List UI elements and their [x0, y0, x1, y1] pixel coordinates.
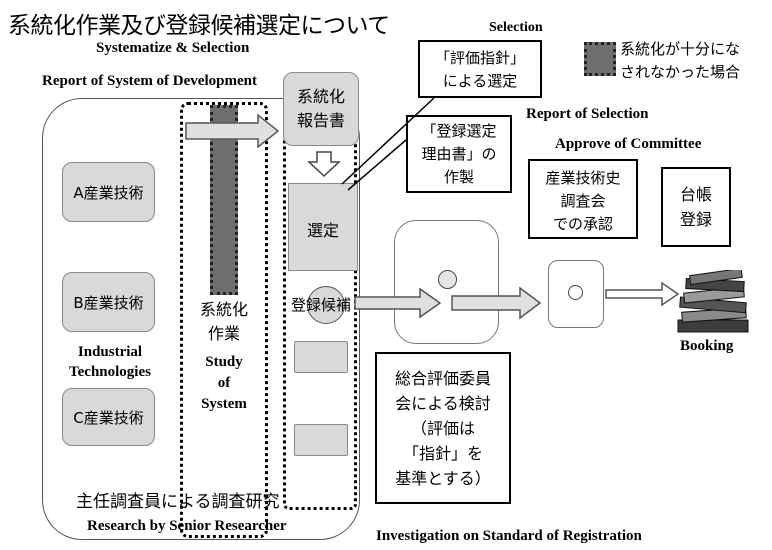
- system-report-box: 系統化 報告書: [283, 72, 359, 146]
- report-selection-label-en: Report of Selection: [526, 106, 649, 122]
- tech-c-label: C産業技術: [73, 409, 144, 427]
- investigation-label-en: Investigation on Standard of Registratio…: [376, 528, 642, 544]
- approval-stage-box: [548, 260, 604, 328]
- study-column-dotted: [180, 102, 268, 538]
- arrow-review-to-approval: [451, 286, 542, 320]
- criteria-callout-line: [341, 97, 435, 185]
- industrial-technologies-region: [42, 98, 360, 540]
- selection-box-label: 選定: [306, 221, 339, 240]
- registry-box: 台帳 登録: [661, 167, 731, 247]
- tech-a-box: A産業技術: [62, 162, 155, 222]
- diagram-title-en: Systematize & Selection: [96, 40, 250, 56]
- tech-b-box: B産業技術: [62, 272, 155, 332]
- criteria-box: 「評価指針」 による選定: [418, 40, 542, 98]
- committee-approval-box: 産業技術史 調査会 での承認: [528, 159, 638, 239]
- review-stage-marker: [438, 270, 457, 289]
- report-development-label-en: Report of System of Development: [42, 73, 257, 89]
- selection-box: 選定: [288, 183, 358, 271]
- legend-label: 系統化が十分にな されなかった場合: [620, 40, 741, 81]
- senior-researcher-label-jp: 主任調査員による調査研究: [76, 492, 280, 512]
- tech-b-label: B産業技術: [73, 294, 144, 312]
- selection-label-en: Selection: [489, 20, 543, 35]
- tech-a-label: A産業技術: [73, 184, 144, 202]
- study-of-system-label: Study of System: [201, 354, 247, 412]
- tech-c-box: C産業技術: [62, 388, 155, 446]
- approval-stage-marker: [568, 285, 583, 300]
- arrow-report-to-selection: [307, 151, 341, 178]
- booking-label-en: Booking: [680, 338, 734, 354]
- comprehensive-review-box: 総合評価委員 会による検討 （評価は 「指針」を 基準とする）: [375, 352, 511, 504]
- senior-researcher-label-en: Research by Senior Researcher: [87, 518, 287, 534]
- candidate-square-2: [294, 424, 348, 456]
- diagram-title-jp: 系統化作業及び登録候補選定について: [8, 13, 390, 39]
- industrial-technologies-label: Industrial Technologies: [69, 344, 151, 380]
- legend-swatch: [584, 42, 616, 76]
- reason-callout-line: [347, 139, 407, 191]
- reason-document-box: 「登録選定 理由書」の 作製: [406, 115, 512, 193]
- arrow-approval-to-booking: [605, 281, 680, 307]
- candidate-label: 登録候補: [291, 296, 352, 314]
- review-stage-box: [394, 220, 499, 344]
- arrow-candidate-to-review: [354, 287, 442, 319]
- arrow-to-report: [185, 113, 280, 149]
- books-stack-icon: [676, 267, 754, 334]
- systematize-label-jp: 系統化 作業: [199, 300, 248, 343]
- approve-committee-label-en: Approve of Committee: [555, 136, 702, 152]
- candidate-circle: [307, 286, 345, 324]
- candidate-square-1: [294, 341, 348, 373]
